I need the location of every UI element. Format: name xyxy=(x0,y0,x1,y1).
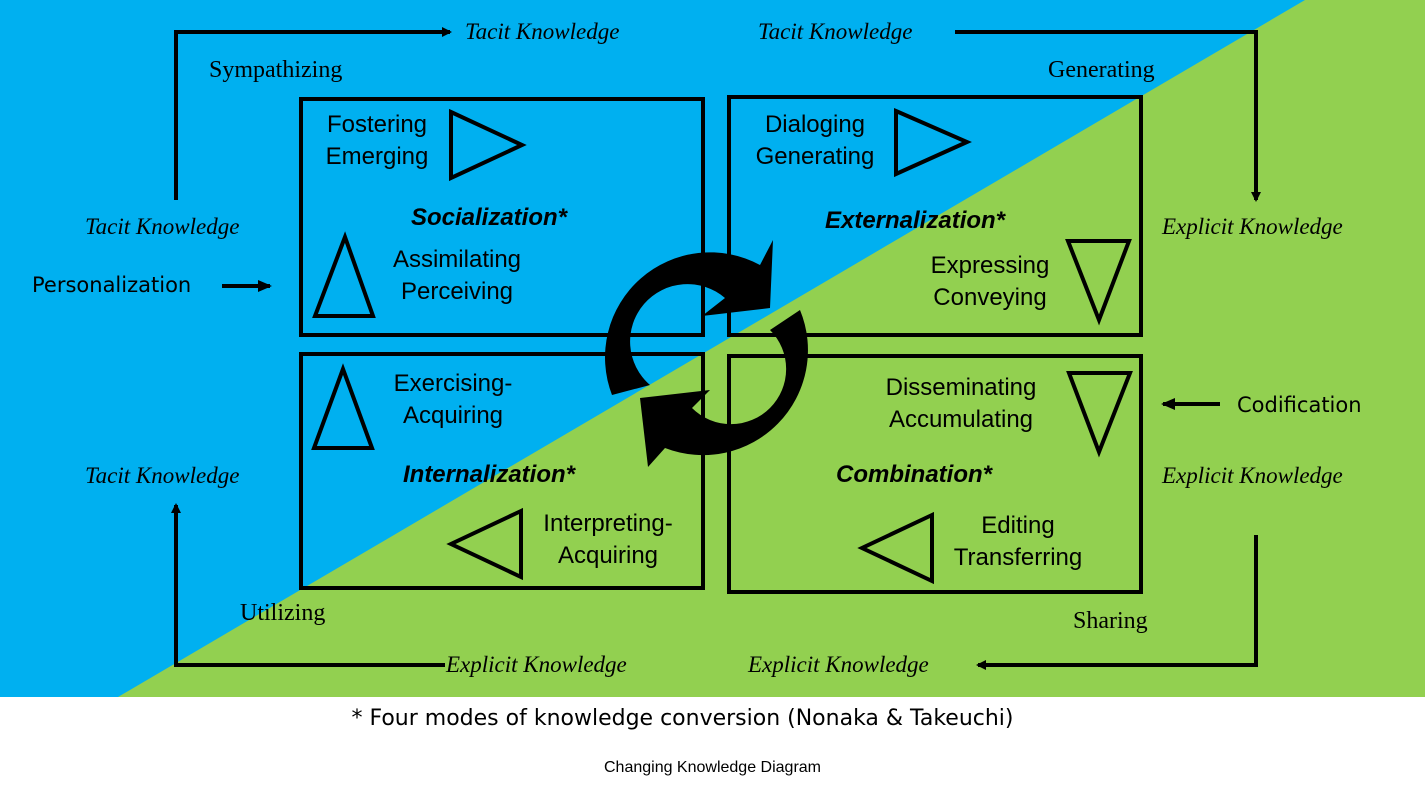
process-label-generating: Generating xyxy=(1048,57,1155,83)
triangle-down-icon xyxy=(1065,239,1132,326)
combination-bottom-line1: Editing xyxy=(981,512,1054,539)
knowledge-diagram: Tacit Knowledge Tacit Knowledge Tacit Kn… xyxy=(0,0,1425,697)
externalization-title: Externalization* xyxy=(825,207,1007,234)
cycle-arrows-icon xyxy=(605,240,808,467)
combination-top-line1: Disseminating xyxy=(886,374,1037,401)
flow-label-explicit-right-upper: Explicit Knowledge xyxy=(1161,214,1343,239)
triangle-left-icon xyxy=(446,507,523,581)
combination-top-line2: Accumulating xyxy=(889,406,1033,433)
externalization-bottom-line1: Expressing xyxy=(931,252,1050,279)
flow-arrow-bottom-right xyxy=(976,535,1258,670)
flow-label-tacit-top-right: Tacit Knowledge xyxy=(758,19,912,44)
combination-bottom-line2: Transferring xyxy=(954,544,1082,571)
socialization-bottom-line1: Assimilating xyxy=(393,246,521,273)
internalization-title: Internalization* xyxy=(403,461,577,488)
side-label-codification: Codification xyxy=(1237,393,1362,417)
socialization-bottom-line2: Perceiving xyxy=(401,278,513,305)
socialization-box xyxy=(299,97,705,337)
triangle-down-icon xyxy=(1066,371,1133,458)
flow-label-tacit-left-upper: Tacit Knowledge xyxy=(85,214,239,239)
socialization-top-line2: Emerging xyxy=(326,143,429,170)
flow-label-tacit-top-left: Tacit Knowledge xyxy=(465,19,619,44)
flow-label-explicit-bottom-right: Explicit Knowledge xyxy=(747,652,929,677)
externalization-top-line2: Generating xyxy=(756,143,875,170)
externalization-top-line1: Dialoging xyxy=(765,111,865,138)
triangle-up-icon xyxy=(312,231,376,318)
flow-arrow-bottom-left xyxy=(171,503,445,667)
side-label-personalization: Personalization xyxy=(32,273,191,297)
flow-label-explicit-right-lower: Explicit Knowledge xyxy=(1161,463,1343,488)
socialization-top-line1: Fostering xyxy=(327,111,427,138)
triangle-right-icon xyxy=(894,107,972,178)
internalization-box xyxy=(299,352,705,590)
internalization-bottom-line1: Interpreting- xyxy=(543,510,672,537)
socialization-title: Socialization* xyxy=(411,204,569,231)
process-label-sympathizing: Sympathizing xyxy=(209,57,342,83)
flow-label-tacit-left-lower: Tacit Knowledge xyxy=(85,463,239,488)
process-label-utilizing: Utilizing xyxy=(240,600,325,626)
externalization-box xyxy=(727,95,1143,337)
triangle-up-icon xyxy=(311,363,375,450)
triangle-right-icon xyxy=(449,108,527,182)
combination-title: Combination* xyxy=(836,461,994,488)
flow-arrow-top-left xyxy=(174,27,452,200)
combination-box xyxy=(727,354,1143,594)
figure-caption: Changing Knowledge Diagram xyxy=(603,759,822,776)
externalization-bottom-line2: Conveying xyxy=(933,284,1046,311)
internalization-top-line1: Exercising- xyxy=(394,370,513,397)
internalization-top-line2: Acquiring xyxy=(403,402,503,429)
flow-label-explicit-bottom-left: Explicit Knowledge xyxy=(445,652,627,677)
process-label-sharing: Sharing xyxy=(1073,608,1148,634)
explicit-background xyxy=(118,0,1425,697)
footnote: * Four modes of knowledge conversion (No… xyxy=(351,706,1014,731)
flow-arrow-top-right xyxy=(955,30,1261,202)
internalization-bottom-line2: Acquiring xyxy=(558,542,658,569)
diagram-canvas: Tacit Knowledge Tacit Knowledge Tacit Kn… xyxy=(0,0,1425,697)
triangle-left-icon xyxy=(857,511,934,585)
